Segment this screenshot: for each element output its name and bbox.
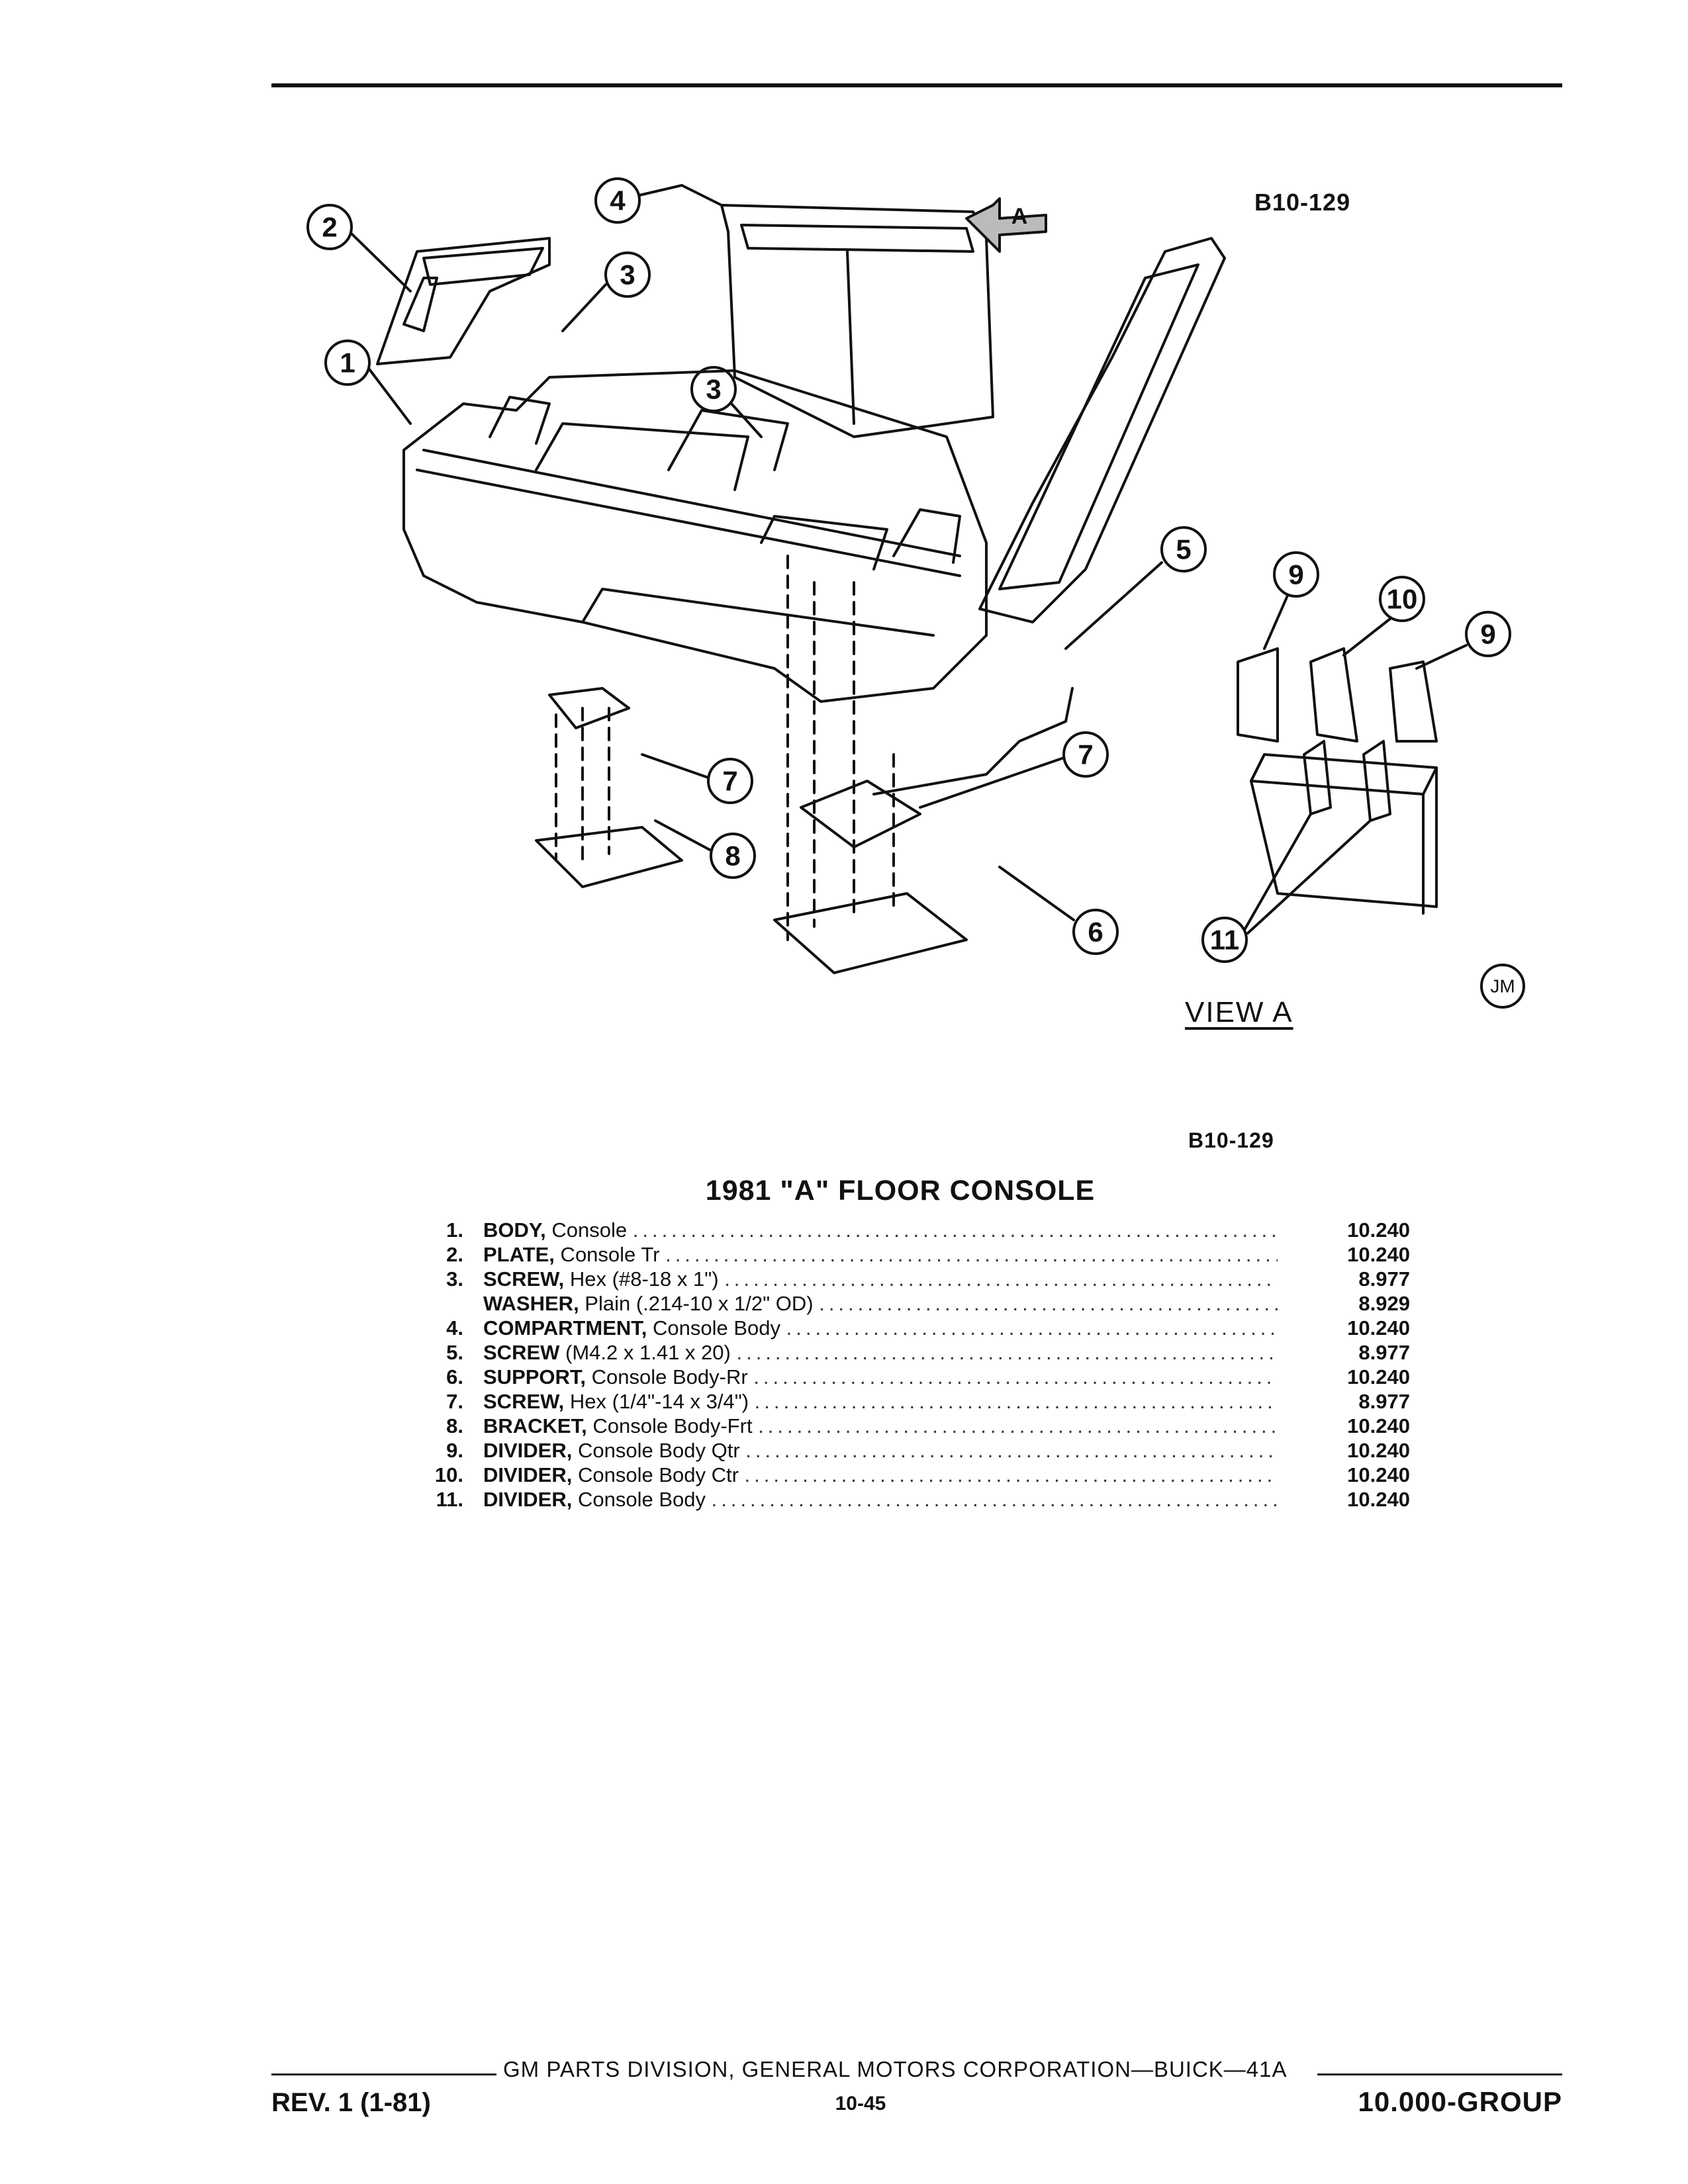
callout-10: 10 — [1342, 576, 1425, 657]
callout-1: 1 — [324, 340, 412, 425]
view-a-tray — [1237, 647, 1438, 915]
callout-7-right: 7 — [919, 731, 1109, 809]
parts-row: 11.DIVIDER, Console Body ...............… — [436, 1488, 1410, 1511]
footer-page-number: 10-45 — [835, 2093, 886, 2115]
callout-4: 4 — [594, 177, 723, 224]
callout-8: 8 — [654, 819, 756, 879]
parts-row: 8.BRACKET, Console Body-Frt ............… — [446, 1414, 1410, 1437]
exploded-view-diagram: A 1 2 3 3 4 5 — [306, 177, 1525, 1009]
svg-text:10: 10 — [1387, 584, 1418, 615]
footer-revision: REV. 1 (1-81) — [271, 2088, 431, 2117]
svg-text:3: 3 — [706, 374, 721, 405]
footer-division: GM PARTS DIVISION, GENERAL MOTORS CORPOR… — [503, 2057, 1288, 2081]
callout-3-lower: 3 — [690, 366, 763, 438]
svg-text:9: 9 — [1288, 559, 1303, 590]
svg-text:8: 8 — [725, 841, 740, 872]
svg-text:9: 9 — [1480, 619, 1495, 650]
callout-3-upper: 3 — [561, 251, 651, 332]
console-compartment — [720, 204, 994, 438]
top-rule — [271, 83, 1562, 87]
parts-row: 1.BODY, Console ........................… — [446, 1218, 1410, 1242]
console-body — [402, 369, 988, 703]
artist-mark: JM — [1480, 964, 1525, 1009]
callout-5: 5 — [1064, 526, 1207, 650]
parts-row: 6.SUPPORT, Console Body-Rr .............… — [446, 1365, 1410, 1388]
figure-code-top: B10-129 — [1254, 189, 1351, 216]
footer-rule-left — [271, 2073, 496, 2075]
view-a-label: VIEW A — [1185, 996, 1293, 1028]
svg-text:1: 1 — [340, 347, 355, 379]
parts-row: 9.DIVIDER, Console Body Qtr ............… — [446, 1439, 1410, 1462]
parts-list: 1.BODY, Console ........................… — [397, 1218, 1410, 1512]
parts-row: 2.PLATE, Console Tr ....................… — [446, 1243, 1410, 1266]
svg-text:6: 6 — [1088, 917, 1103, 948]
console-lid — [978, 237, 1226, 623]
parts-row: 5.SCREW (M4.2 x 1.41 x 20) .............… — [446, 1341, 1410, 1364]
parts-row: 3.SCREW, Hex (#8-18 x 1") ..............… — [446, 1267, 1410, 1291]
svg-text:7: 7 — [722, 766, 737, 797]
svg-text:4: 4 — [610, 185, 626, 216]
callout-6: 6 — [998, 866, 1119, 955]
callout-11: 11 — [1201, 813, 1372, 963]
callout-9-left: 9 — [1263, 551, 1319, 650]
svg-text:2: 2 — [322, 212, 337, 243]
floor-bracket-front — [535, 687, 683, 888]
parts-row: WASHER, Plain (.214-10 x 1/2" OD) ......… — [483, 1292, 1410, 1315]
direction-arrow-a: A — [965, 197, 1047, 253]
callout-2: 2 — [306, 204, 412, 293]
svg-text:5: 5 — [1176, 534, 1191, 565]
parts-table-title: 1981 "A" FLOOR CONSOLE — [705, 1175, 1096, 1206]
footer-group: 10.000-GROUP — [1358, 2086, 1562, 2117]
svg-text:3: 3 — [620, 259, 635, 291]
parts-row: 7.SCREW, Hex (1/4"-14 x 3/4") ..........… — [446, 1390, 1410, 1413]
view-arrow-label: A — [1011, 204, 1028, 229]
parts-row: 4.COMPARTMENT, Console Body ............… — [446, 1316, 1410, 1340]
parts-row: 10.DIVIDER, Console Body Ctr ...........… — [434, 1463, 1410, 1486]
svg-text:7: 7 — [1078, 739, 1093, 770]
svg-text:JM: JM — [1490, 976, 1515, 997]
callout-7-left: 7 — [641, 753, 753, 804]
floor-support-rear — [773, 555, 1074, 974]
figure-code-bottom: B10-129 — [1188, 1128, 1274, 1152]
console-plate — [376, 237, 551, 365]
callout-9-right: 9 — [1415, 611, 1511, 670]
svg-text:11: 11 — [1210, 925, 1239, 956]
footer-rule-right — [1317, 2073, 1562, 2075]
